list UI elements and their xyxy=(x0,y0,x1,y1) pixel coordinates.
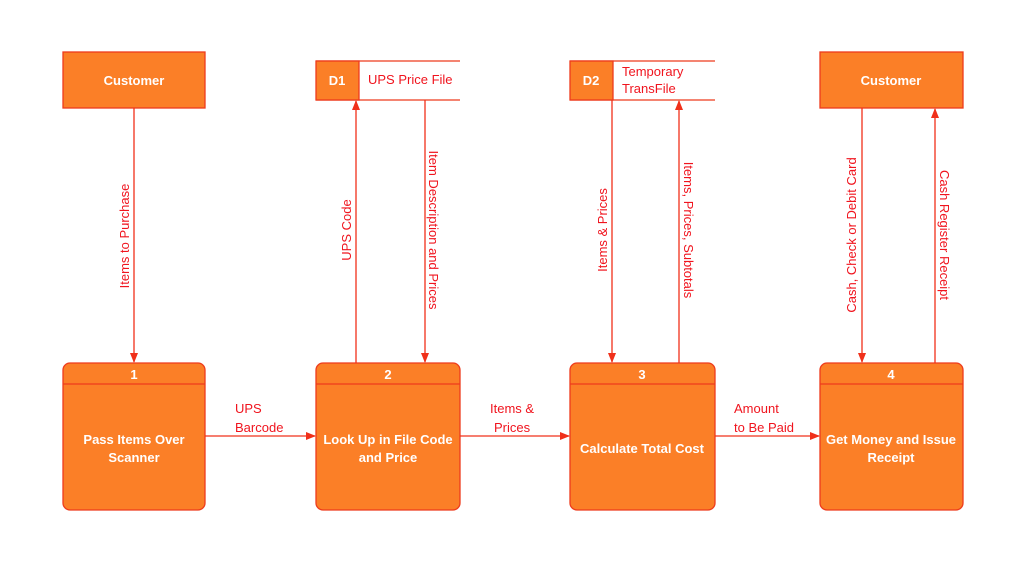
flow-label-cash-check: Cash, Check or Debit Card xyxy=(844,157,859,312)
flow-label-items-prices: Prices xyxy=(494,420,531,435)
flow-label-items-prices-subtotals: Items, Prices, Subtotals xyxy=(681,162,696,299)
process-label-line: Look Up in File Code xyxy=(323,432,452,447)
store-id: D2 xyxy=(583,73,600,88)
process-number: 3 xyxy=(638,367,645,382)
flow-label-items-to-purchase: Items to Purchase xyxy=(117,184,132,289)
flow-label-item-description: Item Description and Prices xyxy=(426,151,441,310)
flow-label-cash-register-receipt: Cash Register Receipt xyxy=(937,170,952,300)
process-label-line: Get Money and Issue xyxy=(826,432,956,447)
store-name-line: Temporary xyxy=(622,64,684,79)
process-label-line: Calculate Total Cost xyxy=(580,441,705,456)
process-number: 4 xyxy=(887,367,895,382)
process-3[interactable]: 3 Calculate Total Cost xyxy=(569,362,716,511)
process-1[interactable]: 1 Pass Items Over Scanner xyxy=(62,362,206,511)
process-number: 1 xyxy=(130,367,137,382)
entity-customer-right[interactable]: Customer xyxy=(819,51,964,109)
flow-label-ups-barcode: Barcode xyxy=(235,420,283,435)
process-label-line: Pass Items Over xyxy=(83,432,184,447)
process-label-line: Receipt xyxy=(868,450,916,465)
flow-label-items-prices: Items & xyxy=(490,401,534,416)
flow-label-ups-barcode: UPS xyxy=(235,401,262,416)
data-store-d1[interactable]: D1 UPS Price File xyxy=(315,60,460,101)
process-number: 2 xyxy=(384,367,391,382)
flow-label-amount-to-be-paid: to Be Paid xyxy=(734,420,794,435)
entity-label: Customer xyxy=(104,73,165,88)
entity-customer-left[interactable]: Customer xyxy=(62,51,206,109)
process-label-line: Scanner xyxy=(108,450,159,465)
flow-label-amount-to-be-paid: Amount xyxy=(734,401,779,416)
flow-label-items-prices-down: Items & Prices xyxy=(595,188,610,272)
process-4[interactable]: 4 Get Money and Issue Receipt xyxy=(819,362,964,511)
store-name-line: TransFile xyxy=(622,81,676,96)
store-id: D1 xyxy=(329,73,346,88)
flow-label-ups-code: UPS Code xyxy=(339,199,354,260)
process-2[interactable]: 2 Look Up in File Code and Price xyxy=(315,362,461,511)
data-store-d2[interactable]: D2 Temporary TransFile xyxy=(569,60,715,101)
process-label-line: and Price xyxy=(359,450,418,465)
entity-label: Customer xyxy=(861,73,922,88)
store-name: UPS Price File xyxy=(368,72,453,87)
